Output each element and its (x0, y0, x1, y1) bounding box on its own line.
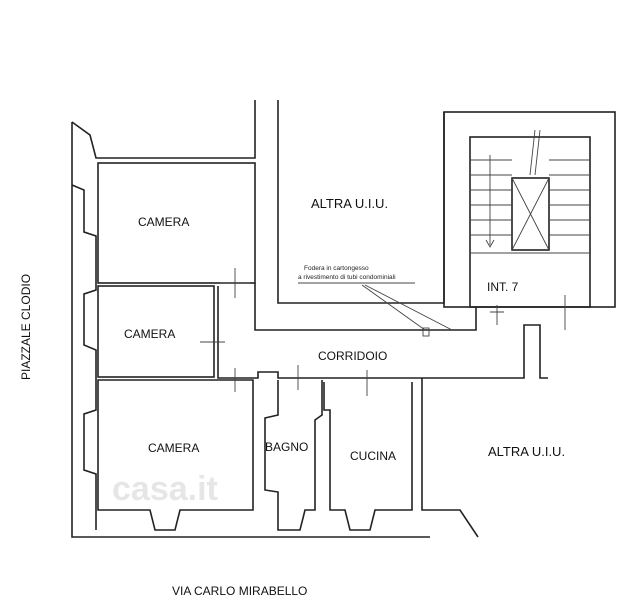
room-label-camera: CAMERA (124, 327, 175, 341)
note-line-1: Fodera in cartongesso (304, 265, 369, 272)
watermark: casa.it (112, 470, 218, 508)
note-leader (298, 282, 453, 337)
room-label-bagno: BAGNO (265, 440, 308, 454)
room-label-corridoio: CORRIDOIO (318, 349, 387, 363)
room-label-cucina: CUCINA (350, 449, 396, 463)
street-label-left: PIAZZALE CLODIO (19, 274, 33, 380)
room-label-camera: CAMERA (148, 441, 199, 455)
door-marks (200, 268, 566, 396)
room-label-altra-uiu: ALTRA U.I.U. (488, 444, 565, 459)
street-label-bottom: VIA CARLO MIRABELLO (172, 584, 307, 598)
walls (71, 100, 616, 538)
unit-label: INT. 7 (487, 280, 519, 294)
room-label-camera: CAMERA (138, 215, 189, 229)
stairs (470, 129, 590, 248)
note-line-2: a rivestimento di tubi condominiali (298, 274, 396, 281)
room-label-altra-uiu: ALTRA U.I.U. (311, 196, 388, 211)
